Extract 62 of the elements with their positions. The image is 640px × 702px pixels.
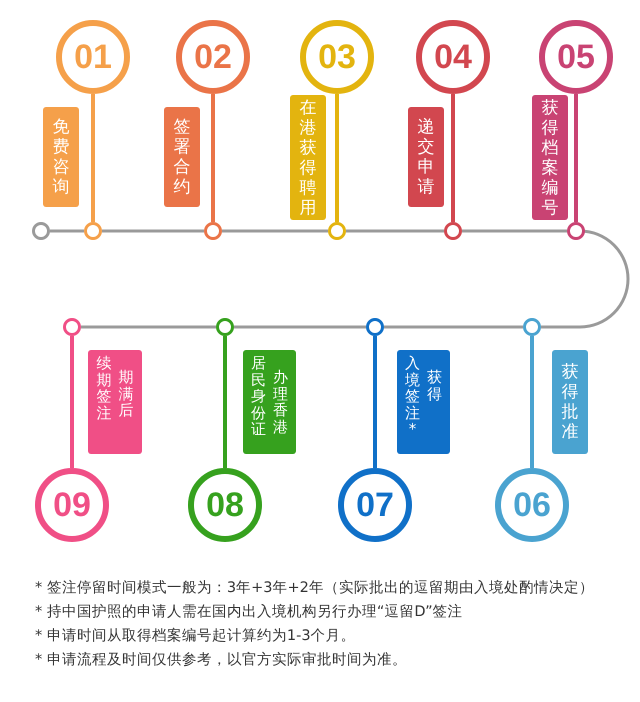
step-label-box (243, 350, 296, 454)
number-circle: 02 (176, 20, 250, 94)
step-label-text: 在港获得聘用 (299, 98, 317, 218)
number-circle: 04 (416, 20, 490, 94)
stem-line (91, 94, 95, 222)
step-label-text: 期满后 (118, 369, 134, 418)
step-label-box (43, 107, 79, 207)
timeline-line (384, 326, 523, 328)
timeline-line (541, 230, 630, 328)
footnote-text: * 申请时间从取得档案编号起计算约为1-3个月。 (35, 626, 356, 645)
footnote-text: * 申请流程及时间仅供参考，以官方实际审批时间为准。 (35, 650, 407, 669)
pin-marker (328, 222, 346, 240)
number-circle: 07 (338, 468, 412, 542)
step-label-box (88, 350, 142, 454)
stem-line (530, 336, 534, 468)
step-label-text: 递交申请 (417, 117, 435, 197)
stem-line (574, 94, 578, 222)
timeline-line (462, 230, 567, 232)
timeline-line (234, 326, 366, 328)
step-label-text: 免费咨询 (52, 117, 70, 197)
start-marker (32, 222, 50, 240)
pin-marker (63, 318, 81, 336)
pin-marker (366, 318, 384, 336)
step-label-box (164, 107, 200, 207)
number-circle: 05 (539, 20, 613, 94)
step-label-box (290, 95, 326, 220)
number-circle: 01 (56, 20, 130, 94)
step-label-text: 居民身份证 (250, 355, 267, 438)
footnote-text: * 持中国护照的申请人需在国内出入境机构另行办理“逗留D”签注 (35, 602, 463, 621)
stem-line (223, 336, 227, 468)
footnote-text: * 签注停留时间模式一般为：3年+3年+2年（实际批出的逗留期由入境处酌情决定） (35, 578, 594, 597)
pin-marker (523, 318, 541, 336)
number-circle: 09 (35, 468, 109, 542)
step-label-text: 签署合约 (173, 117, 191, 197)
pin-marker (204, 222, 222, 240)
step-label-text: 获得档案编号 (541, 98, 559, 218)
timeline-line (81, 326, 216, 328)
step-label-text: 获得批准 (561, 362, 579, 442)
timeline-line (222, 230, 328, 232)
timeline-line (50, 230, 84, 232)
step-label-text: 办理香港 (272, 369, 289, 435)
timeline-line (102, 230, 204, 232)
step-label-text: 续期签注 (96, 355, 112, 421)
number-circle: 06 (495, 468, 569, 542)
stem-line (70, 336, 74, 468)
step-label-box (532, 95, 568, 220)
stem-line (211, 94, 215, 222)
step-label-text: 获得 (426, 369, 443, 402)
step-label-box (408, 107, 444, 207)
pin-marker (84, 222, 102, 240)
stem-line (335, 94, 339, 222)
step-label-box (397, 350, 450, 454)
timeline-line (346, 230, 444, 232)
step-label-text: 入境签注* (404, 355, 421, 438)
stem-line (373, 336, 377, 468)
pin-marker (216, 318, 234, 336)
pin-marker (567, 222, 585, 240)
pin-marker (444, 222, 462, 240)
number-circle: 03 (300, 20, 374, 94)
step-label-box (552, 350, 588, 454)
number-circle: 08 (188, 468, 262, 542)
stem-line (451, 94, 455, 222)
